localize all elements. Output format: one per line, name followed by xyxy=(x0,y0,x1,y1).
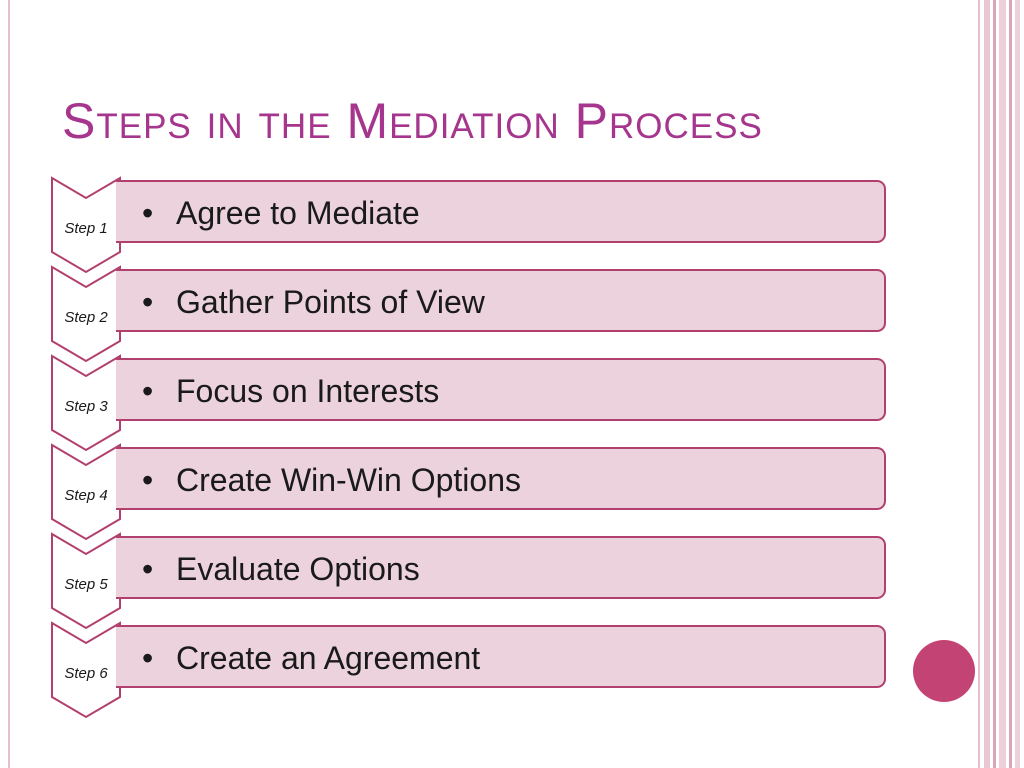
step-text-4: Create Win-Win Options xyxy=(176,462,521,498)
decor-stripe-4 xyxy=(1009,0,1012,768)
step-chevron-1 xyxy=(51,176,121,274)
decor-stripe-1 xyxy=(984,0,990,768)
step-box-2: • Gather Points of View xyxy=(116,269,886,332)
step-text-5: Evaluate Options xyxy=(176,551,420,587)
bullet-5: • xyxy=(142,551,154,587)
step-chevron-5 xyxy=(51,532,121,630)
bullet-3: • xyxy=(142,373,154,409)
bullet-4: • xyxy=(142,462,154,498)
decorative-circle xyxy=(913,640,975,702)
step-label-2: Step 2 xyxy=(64,309,108,326)
step-text-1: Agree to Mediate xyxy=(176,195,420,231)
decor-stripe-5 xyxy=(1015,0,1020,768)
step-chevron-4 xyxy=(51,443,121,541)
decor-stripe-2 xyxy=(993,0,996,768)
step-text-6: Create an Agreement xyxy=(176,640,481,676)
step-label-4: Step 4 xyxy=(64,487,108,504)
step-text-2: Gather Points of View xyxy=(176,284,485,320)
step-chevron-6 xyxy=(51,621,121,719)
step-box-1: • Agree to Mediate xyxy=(116,180,886,243)
step-chevron-2 xyxy=(51,265,121,363)
step-box-3: • Focus on Interests xyxy=(116,358,886,421)
bullet-6: • xyxy=(142,640,154,676)
step-box-4: • Create Win-Win Options xyxy=(116,447,886,510)
slide-title: Steps in the Mediation Process xyxy=(62,93,763,149)
bullet-1: • xyxy=(142,195,154,231)
step-text-3: Focus on Interests xyxy=(176,373,440,409)
step-label-5: Step 5 xyxy=(64,576,108,593)
step-label-1: Step 1 xyxy=(64,220,108,237)
step-label-6: Step 6 xyxy=(64,665,108,682)
bullet-2: • xyxy=(142,284,154,320)
step-box-5: • Evaluate Options xyxy=(116,536,886,599)
decor-stripe-3 xyxy=(999,0,1006,768)
step-label-3: Step 3 xyxy=(64,398,108,415)
step-box-6: • Create an Agreement xyxy=(116,625,886,688)
step-chevron-3 xyxy=(51,354,121,452)
